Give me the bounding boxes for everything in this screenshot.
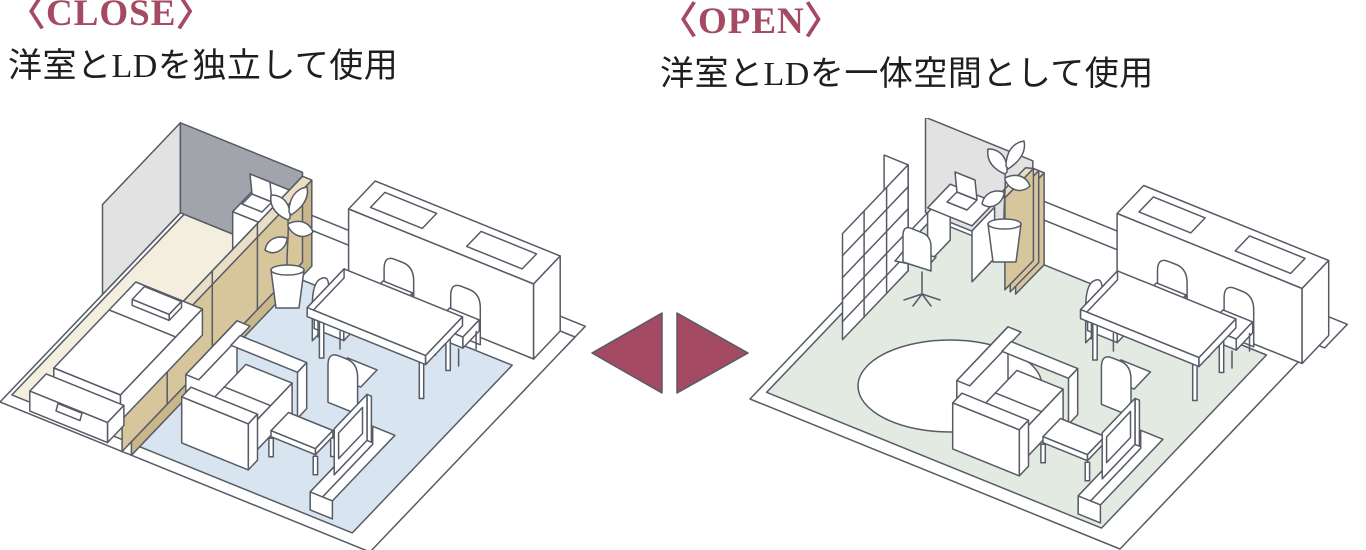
left-triangle-icon [591,312,663,394]
compare-arrows-icon [591,312,749,394]
bed-foot-dresser [29,373,125,444]
open-panel-label: 〈OPEN〉 [660,1,843,42]
office-chair [894,226,941,307]
open-panel-caption: 洋室とLDを一体空間として使用 [660,56,1154,93]
close-panel-label: 〈CLOSE〉 [8,0,215,34]
bookshelf [841,154,909,341]
open-room-scene [749,118,1349,550]
close-room-scene [0,122,587,550]
close-panel-caption: 洋室とLDを独立して使用 [8,48,399,85]
room-comparison-illustration [0,118,1349,550]
right-triangle-icon [676,312,749,394]
